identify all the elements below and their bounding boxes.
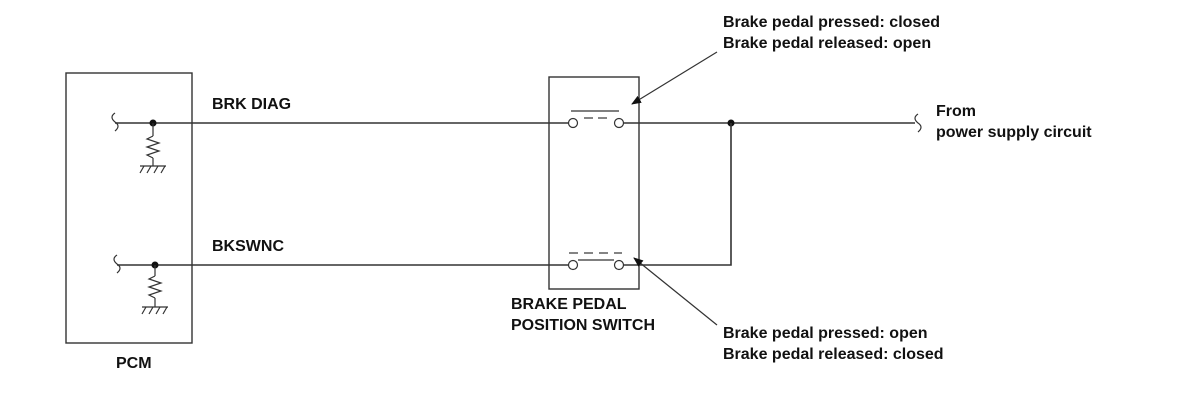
switch-box [548,76,640,290]
bkswnc-resistor [147,275,163,299]
bkswnc-circuit: BKSWNC [113,238,569,315]
switch-label-line1: BRAKE PEDAL [511,296,627,313]
brk-diag-circuit: BRK DIAG [111,96,569,174]
power-supply-wiring [623,113,922,266]
bkswnc-label: BKSWNC [212,238,284,255]
top-switch-contacts [567,110,625,129]
from-label-line2: power supply circuit [936,124,1092,141]
bottom-note-line1: Brake pedal pressed: open [723,325,928,342]
bottom-switch-contacts [567,252,625,271]
bottom-note-line2: Brake pedal released: closed [723,346,944,363]
pcm-box [65,72,193,344]
brk-diag-resistor [145,135,161,159]
switch-label-line2: POSITION SWITCH [511,317,655,334]
pcm-label: PCM [116,355,152,372]
top-note-line2: Brake pedal released: open [723,35,931,52]
top-note-arrow [631,51,718,105]
brk-diag-label: BRK DIAG [212,96,291,113]
top-note-line1: Brake pedal pressed: closed [723,14,940,31]
bottom-note-arrow [633,257,718,326]
from-label-line1: From [936,103,976,120]
